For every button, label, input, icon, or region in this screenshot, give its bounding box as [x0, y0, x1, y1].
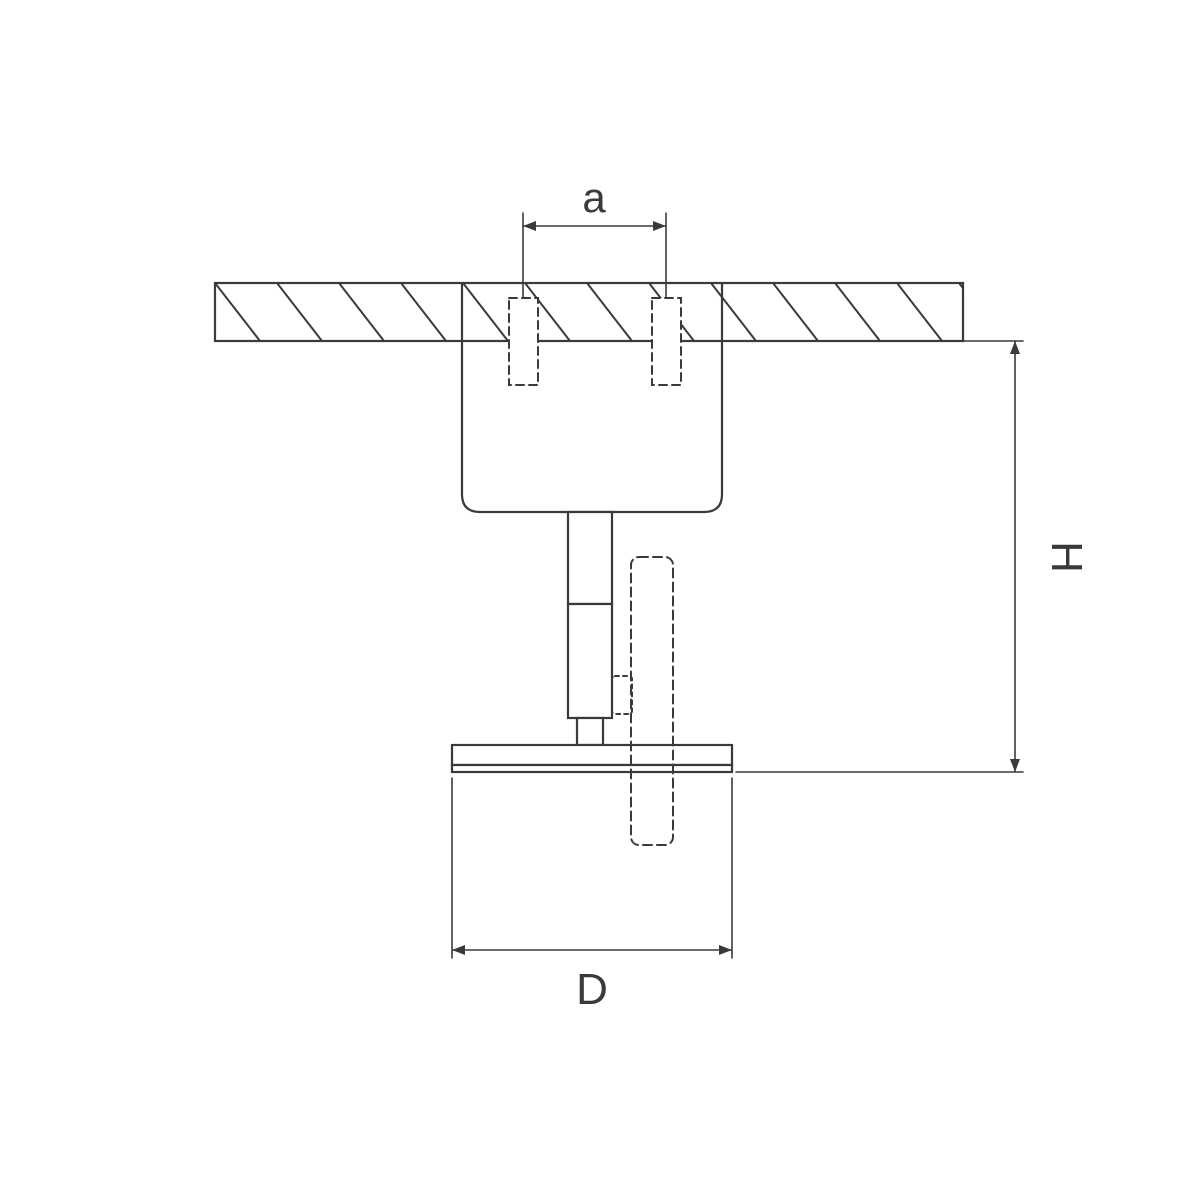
phantom-swivel-lamp: [611, 556, 674, 846]
ceiling-slab-outline: [213, 281, 965, 343]
dimension-a: a: [522, 174, 667, 299]
stem-lower: [566, 602, 614, 720]
dim-d-arrow-left: [452, 945, 465, 955]
phantom-lamp-body: [630, 556, 674, 846]
lamp-head-rim: [450, 763, 734, 774]
lamp-head: [450, 743, 734, 767]
dim-h-arrow-top: [1010, 341, 1020, 354]
phantom-pivot-knob: [611, 675, 633, 715]
drawing-root: a D H: [213, 174, 1091, 1014]
dim-h-label: H: [1042, 541, 1091, 573]
anchor-screw-right: [651, 297, 682, 386]
dimension-d: D: [451, 777, 733, 1014]
dimensions: a D H: [451, 174, 1091, 1014]
dim-a-arrow-right: [653, 221, 666, 231]
dimension-h: H: [735, 340, 1091, 773]
ceiling-slab: [213, 281, 965, 343]
ceiling-hatch: [215, 283, 963, 341]
anchor-screw-left: [508, 297, 539, 386]
stem-neck: [575, 716, 605, 747]
dim-a-label: a: [582, 174, 606, 221]
dim-d-label: D: [576, 965, 608, 1014]
dim-h-arrow-bottom: [1010, 759, 1020, 772]
dim-a-arrow-left: [523, 221, 536, 231]
dim-d-arrow-right: [719, 945, 732, 955]
stem-upper: [566, 510, 614, 606]
